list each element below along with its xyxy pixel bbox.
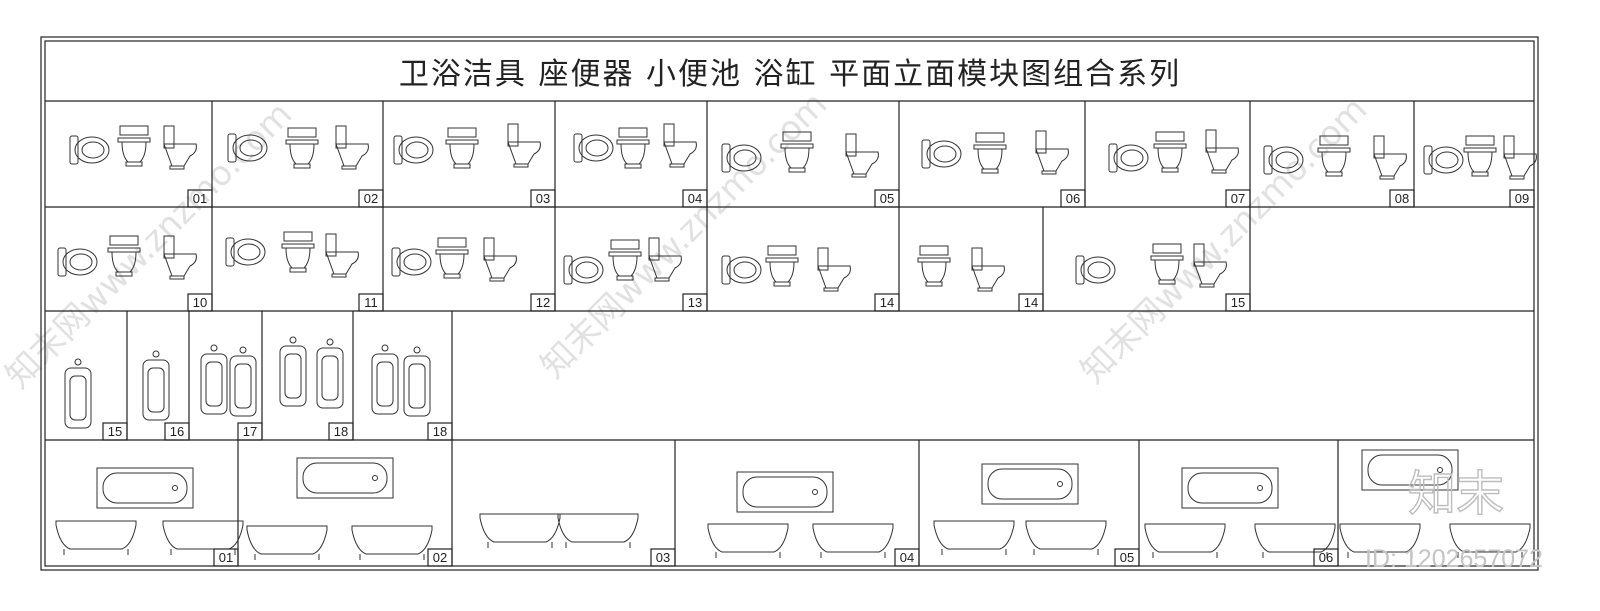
block-number-box <box>1313 548 1339 567</box>
block-number: 09 <box>1515 191 1529 206</box>
block-number: 15 <box>1231 295 1245 310</box>
block-number-box <box>102 422 128 441</box>
block-number: 15 <box>108 424 122 439</box>
block-number-box <box>1225 189 1251 208</box>
block-number-box <box>187 293 213 312</box>
block-number: 03 <box>536 191 550 206</box>
block-number-box <box>530 189 556 208</box>
block-number-box <box>427 422 453 441</box>
block-number-box <box>164 422 190 441</box>
block-number: 16 <box>170 424 184 439</box>
block-number: 13 <box>688 295 702 310</box>
block-number: 04 <box>900 550 914 565</box>
block-number-box <box>1018 293 1044 312</box>
block-number-box <box>237 422 263 441</box>
block-number: 14 <box>880 295 894 310</box>
block-number-box <box>874 293 900 312</box>
watermark-logo: 知末 <box>1408 466 1504 522</box>
block-number-box <box>328 422 354 441</box>
block-number: 04 <box>688 191 702 206</box>
row-2-grid <box>45 207 1534 312</box>
inner-frame <box>44 40 1535 567</box>
block-number: 02 <box>364 191 378 206</box>
row-1-grid <box>45 101 1534 208</box>
block-number-box <box>1060 189 1086 208</box>
block-number-box <box>682 293 708 312</box>
block-number-box <box>530 293 556 312</box>
block-number: 18 <box>334 424 348 439</box>
block-number: 14 <box>1024 295 1038 310</box>
block-number: 08 <box>1395 191 1409 206</box>
block-number: 07 <box>1231 191 1245 206</box>
outer-frame <box>40 36 1539 571</box>
block-number-box <box>358 189 384 208</box>
block-number-box <box>894 548 920 567</box>
block-number: 18 <box>433 424 447 439</box>
block-number: 01 <box>193 191 207 206</box>
block-number: 06 <box>1066 191 1080 206</box>
block-number: 11 <box>364 295 378 310</box>
block-number: 03 <box>656 550 670 565</box>
row-3-grid <box>45 311 1534 441</box>
block-number-box <box>213 548 239 567</box>
block-number-box <box>650 548 676 567</box>
sheet-title: 卫浴洁具 座便器 小便池 浴缸 平面立面模块图组合系列 <box>399 57 1181 92</box>
block-number-box <box>1509 189 1535 208</box>
block-number: 17 <box>243 424 257 439</box>
diagonal-watermark: 知末网www.znzmo.com <box>1073 89 1375 391</box>
block-number-box <box>1114 548 1140 567</box>
block-number-box <box>358 293 384 312</box>
bathtub-blocks-row-4 <box>55 449 1531 561</box>
block-number: 12 <box>536 295 550 310</box>
watermark-id: ID: 1202657072 <box>1365 545 1543 573</box>
block-number: 02 <box>433 550 447 565</box>
block-number-box <box>1225 293 1251 312</box>
block-number: 05 <box>1120 550 1134 565</box>
diagonal-watermark: 知末网www.znzmo.com <box>533 84 835 386</box>
block-number: 06 <box>1319 550 1333 565</box>
block-number: 01 <box>219 550 233 565</box>
block-number: 05 <box>880 191 894 206</box>
block-number-box <box>427 548 453 567</box>
block-number-box <box>682 189 708 208</box>
block-number-box <box>874 189 900 208</box>
block-number-box <box>1389 189 1415 208</box>
urinal-blocks-row-3 <box>64 336 431 429</box>
block-number-labels: 01 02 03 04 05 06 07 08 09 10 11 12 13 14 14 15 15 16 17 18… <box>102 189 1535 567</box>
block-number: 10 <box>193 295 207 310</box>
block-number-box <box>187 189 213 208</box>
row-4-grid <box>237 440 1339 566</box>
